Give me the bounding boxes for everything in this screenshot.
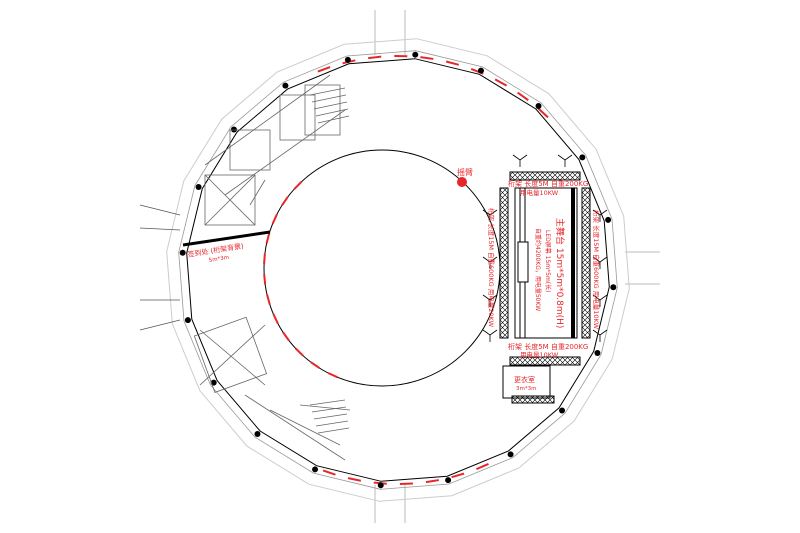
column-dot <box>195 184 202 191</box>
red-dash <box>347 477 362 482</box>
truss-feet <box>482 154 608 342</box>
column-dot <box>610 284 617 291</box>
top-truss-label: 桁架 长度5M 自重200KG <box>508 179 588 188</box>
red-dash <box>445 60 460 66</box>
red-dash <box>317 66 331 73</box>
column-dot <box>445 477 452 484</box>
truss-foot <box>482 256 498 269</box>
red-dash <box>451 472 465 479</box>
stairs-elevators-south <box>193 316 351 461</box>
red-dash <box>272 313 279 324</box>
red-dash <box>537 107 549 119</box>
red-dash <box>420 56 434 60</box>
left-truss-label: 桁架 长度15M 自重600KG 用电量20KW <box>487 208 496 328</box>
column-dot <box>344 56 351 63</box>
column-dot <box>254 431 261 438</box>
axis-lines <box>374 10 660 523</box>
red-dash <box>310 361 321 369</box>
truss-foot <box>512 154 528 167</box>
outer-wall <box>166 38 630 502</box>
red-dash <box>399 482 413 485</box>
wall-ring <box>166 38 630 502</box>
truss-foot <box>482 294 498 307</box>
dressing-room-box <box>502 365 551 399</box>
truss-foot <box>592 209 608 222</box>
column-dot <box>477 67 484 74</box>
red-dash-markers <box>263 55 549 485</box>
red-dash <box>425 479 439 484</box>
red-dash <box>282 331 290 342</box>
truss-foot <box>592 294 608 307</box>
stage-load-label: 自重约4200KG，用电量50KW <box>534 228 542 311</box>
top-truss-power: 用电量10KW <box>520 188 559 197</box>
entrance <box>139 204 181 331</box>
truss-foot <box>482 209 498 222</box>
truss-foot <box>482 329 498 342</box>
dressing-room-size: 3m*3m <box>516 386 536 392</box>
red-dash <box>263 253 266 264</box>
column-dot <box>605 216 612 223</box>
main-stage <box>499 171 591 404</box>
red-dash <box>265 233 271 244</box>
led-screen-label: LED屏幕 15m*5m(长) <box>544 230 552 293</box>
column-dot <box>377 482 384 489</box>
red-dash <box>271 214 278 225</box>
red-dash <box>281 196 289 207</box>
dressing-room-label: 更衣室 <box>514 375 535 384</box>
red-dash <box>293 180 303 190</box>
signin-truss <box>182 230 271 247</box>
truss-foot <box>557 154 573 167</box>
red-dash <box>263 274 267 285</box>
column-dot <box>507 451 514 458</box>
bottom-truss-label: 桁架 长度5M 自重200KG <box>508 342 588 351</box>
truss-foot <box>592 329 608 342</box>
column-dot <box>282 82 289 89</box>
column-dot <box>412 51 419 58</box>
camera-arm-marker <box>457 177 467 187</box>
camera-arm-label: 摇臂 <box>457 167 473 177</box>
restrooms <box>204 74 350 226</box>
truss-foot <box>592 256 608 269</box>
bottom-truss-power: 用电量10KW <box>520 350 559 359</box>
column-dot <box>179 249 186 256</box>
red-dash <box>517 91 529 102</box>
column-dot <box>579 154 586 161</box>
stage-title: 主舞台 15m*5m*0.8m(H) <box>554 218 566 328</box>
red-dash <box>494 78 508 87</box>
column-dots <box>179 51 617 489</box>
signin-size: 5m*3m <box>208 255 229 264</box>
column-dot <box>594 349 601 356</box>
column-dot <box>230 126 237 133</box>
column-dot <box>312 466 319 473</box>
red-dash <box>266 294 271 305</box>
red-dash <box>322 469 336 476</box>
column-dot <box>559 407 566 414</box>
wall-ring <box>178 50 618 490</box>
right-truss-label: 桁架 长度15M 自重600KG 用电量10KW <box>592 210 601 330</box>
red-dash <box>294 347 304 357</box>
red-dash <box>476 463 489 471</box>
column-dot <box>535 102 542 109</box>
red-dash <box>328 372 339 379</box>
red-dash <box>368 55 382 60</box>
wall-ring <box>186 58 610 482</box>
column-dot <box>184 317 191 324</box>
